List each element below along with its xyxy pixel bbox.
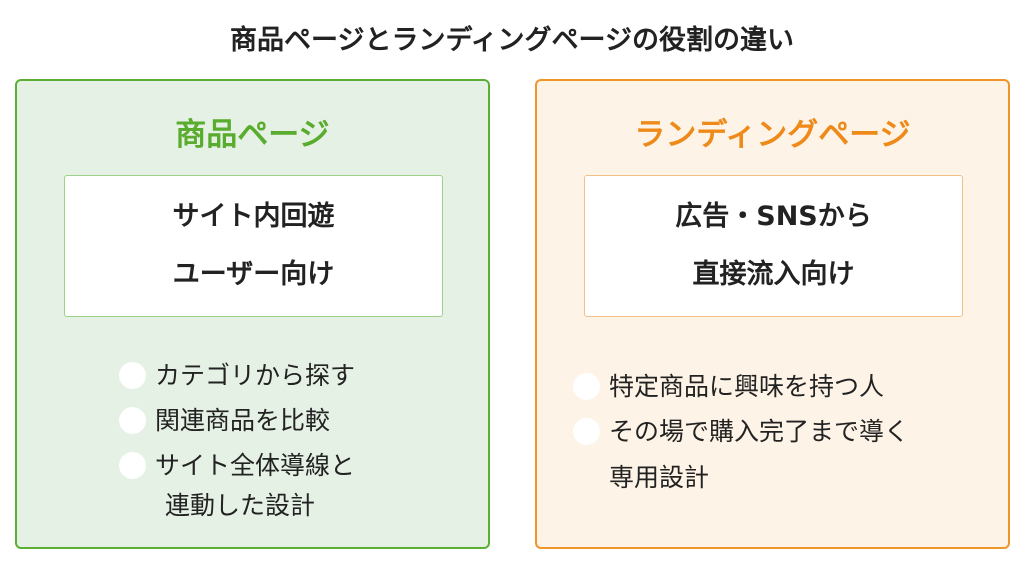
- feature-list: 特定商品に興味を持つ人 その場で購入完了まで導く専用設計: [573, 364, 909, 502]
- list-item-text: 関連商品を比較: [155, 406, 331, 435]
- target-box: サイト内回遊 ユーザー向け: [64, 175, 443, 317]
- target-box: 広告・SNSから 直接流入向け: [584, 175, 963, 317]
- bullet-icon: [573, 373, 600, 400]
- landing-page-panel: ランディングページ 広告・SNSから 直接流入向け 特定商品に興味を持つ人 その…: [535, 79, 1010, 549]
- target-line: 広告・SNSから: [675, 201, 872, 232]
- list-item-text: サイト全体導線と: [155, 451, 356, 480]
- bullet-icon: [573, 418, 600, 445]
- feature-list: カテゴリから探す 関連商品を比較 サイト全体導線と連動した設計: [119, 353, 355, 524]
- list-item: カテゴリから探す: [119, 353, 355, 398]
- bullet-icon: [119, 362, 146, 389]
- target-line: サイト内回遊: [172, 201, 335, 232]
- panel-heading: 商品ページ: [175, 117, 330, 153]
- bullet-icon: [119, 452, 146, 479]
- list-item: サイト全体導線と連動した設計: [119, 443, 355, 524]
- target-line: ユーザー向け: [172, 259, 335, 290]
- bullet-icon: [119, 407, 146, 434]
- list-item: その場で購入完了まで導く専用設計: [573, 409, 909, 502]
- list-item-text: その場で購入完了まで導く: [609, 417, 910, 446]
- target-line: 直接流入向け: [692, 259, 855, 290]
- panel-heading: ランディングページ: [634, 117, 911, 153]
- list-item-text: カテゴリから探す: [155, 361, 356, 390]
- list-item-text: 特定商品に興味を持つ人: [609, 372, 885, 401]
- list-item: 関連商品を比較: [119, 398, 355, 443]
- list-item-continuation: 連動した設計: [165, 491, 316, 520]
- list-item-continuation: 専用設計: [609, 463, 710, 492]
- diagram-title: 商品ページとランディングページの役割の違い: [229, 25, 795, 56]
- product-page-panel: 商品ページ サイト内回遊 ユーザー向け カテゴリから探す 関連商品を比較 サイト…: [15, 79, 490, 549]
- list-item: 特定商品に興味を持つ人: [573, 364, 909, 409]
